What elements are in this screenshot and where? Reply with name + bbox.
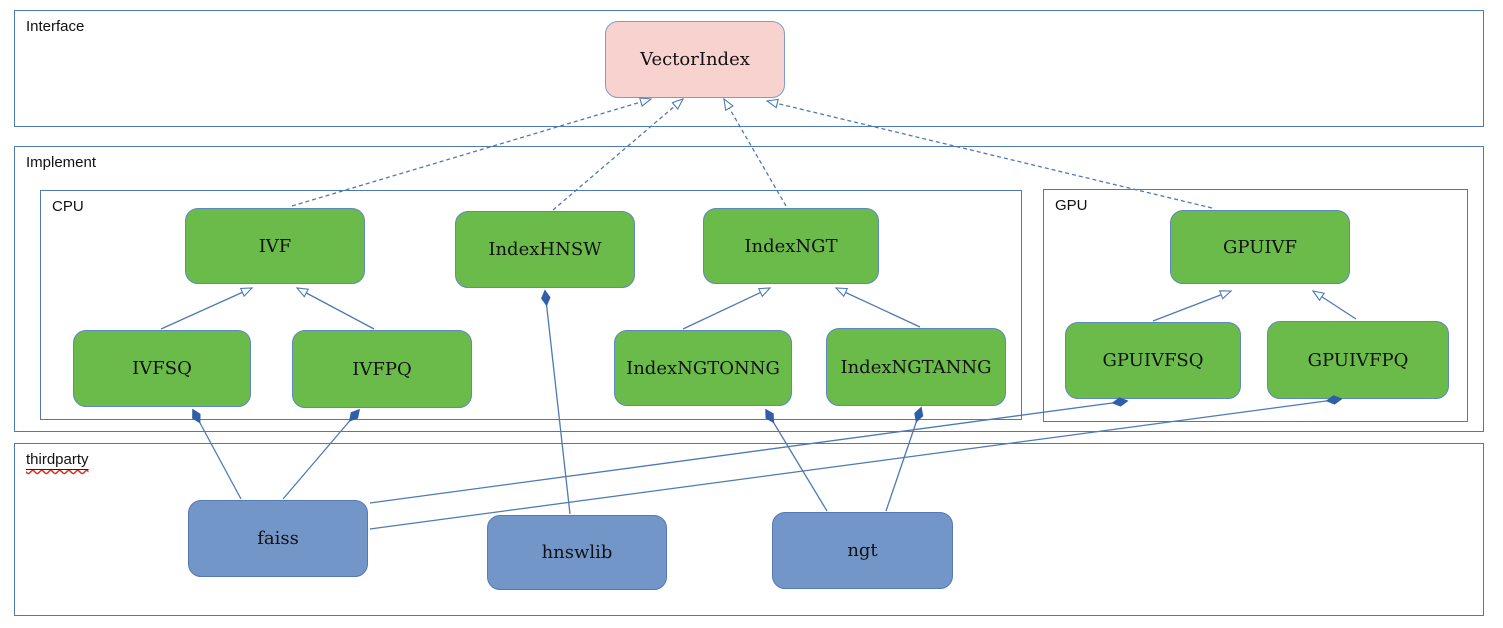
node-gpuivfpq-label: GPUIVFPQ xyxy=(1307,349,1409,371)
node-ivf[interactable]: IVF xyxy=(185,208,365,284)
node-indexhnsw[interactable]: IndexHNSW xyxy=(455,211,635,288)
node-ivfpq[interactable]: IVFPQ xyxy=(292,330,472,408)
node-gpuivf-label: GPUIVF xyxy=(1223,236,1297,258)
node-ivfsq-label: IVFSQ xyxy=(132,358,192,379)
node-gpuivfpq[interactable]: GPUIVFPQ xyxy=(1267,321,1449,399)
container-implement-label: Implement xyxy=(26,154,97,171)
node-ivfpq-label: IVFPQ xyxy=(352,358,412,380)
node-hnswlib-label: hnswlib xyxy=(541,542,613,563)
node-indexhnsw-label: IndexHNSW xyxy=(488,239,602,260)
container-gpu-label: GPU xyxy=(1055,197,1088,214)
node-hnswlib[interactable]: hnswlib xyxy=(487,515,667,590)
node-gpuivf[interactable]: GPUIVF xyxy=(1170,210,1350,284)
node-indexngtonng[interactable]: IndexNGTONNG xyxy=(614,330,792,406)
container-cpu-label: CPU xyxy=(52,198,84,215)
node-indexngt[interactable]: IndexNGT xyxy=(703,208,879,284)
node-indexngtanng[interactable]: IndexNGTANNG xyxy=(826,328,1006,406)
node-indexngtanng-label: IndexNGTANNG xyxy=(840,356,992,378)
node-gpuivfsq-label: GPUIVFSQ xyxy=(1102,350,1204,371)
node-vectorindex[interactable]: VectorIndex xyxy=(605,21,785,98)
node-faiss-label: faiss xyxy=(257,528,299,549)
node-ngt-label: ngt xyxy=(847,540,878,561)
node-indexngt-label: IndexNGT xyxy=(744,235,838,257)
node-ngt[interactable]: ngt xyxy=(772,512,953,589)
node-ivf-label: IVF xyxy=(258,235,292,257)
container-thirdparty-label: thirdparty xyxy=(26,451,89,468)
node-faiss[interactable]: faiss xyxy=(188,500,368,577)
node-vectorindex-label: VectorIndex xyxy=(640,49,750,70)
node-ivfsq[interactable]: IVFSQ xyxy=(73,330,251,407)
container-interface-label: Interface xyxy=(26,18,85,35)
node-gpuivfsq[interactable]: GPUIVFSQ xyxy=(1065,322,1241,399)
node-indexngtonng-label: IndexNGTONNG xyxy=(626,357,780,379)
